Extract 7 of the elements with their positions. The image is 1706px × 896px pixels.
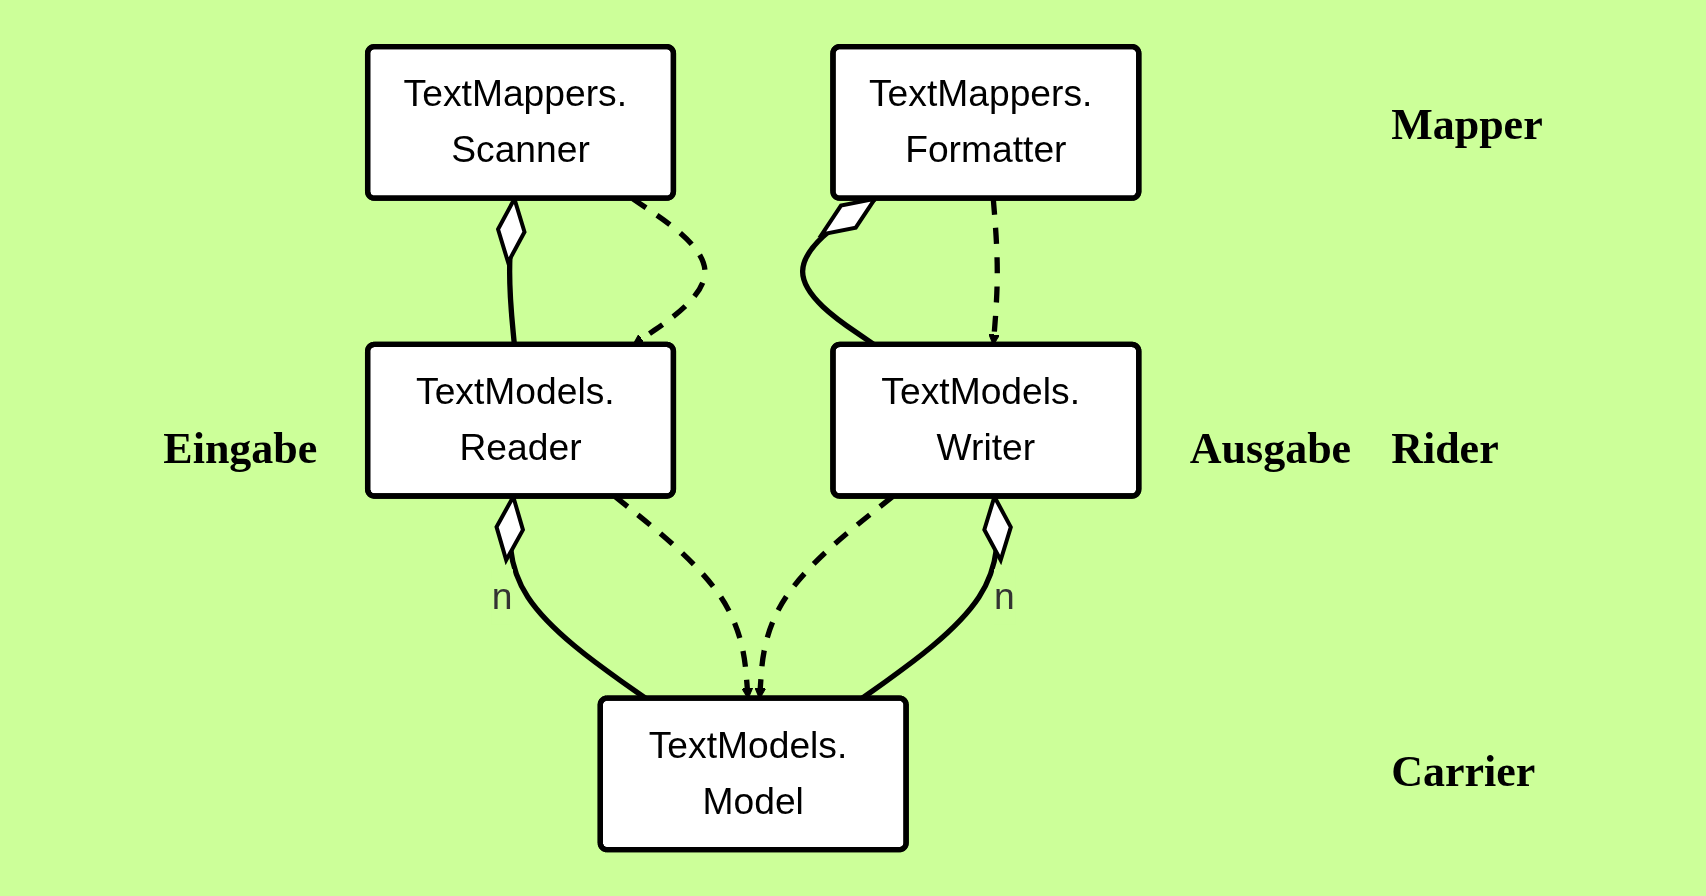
row-label: Ausgabe	[1189, 422, 1352, 474]
edge-label: n	[994, 575, 1016, 617]
row-label: Carrier	[1391, 746, 1537, 798]
row-label: Mapper	[1391, 98, 1543, 150]
edge-label: n	[492, 575, 513, 617]
row-label: Eingabe	[163, 422, 318, 474]
row-label: Rider	[1391, 422, 1500, 474]
